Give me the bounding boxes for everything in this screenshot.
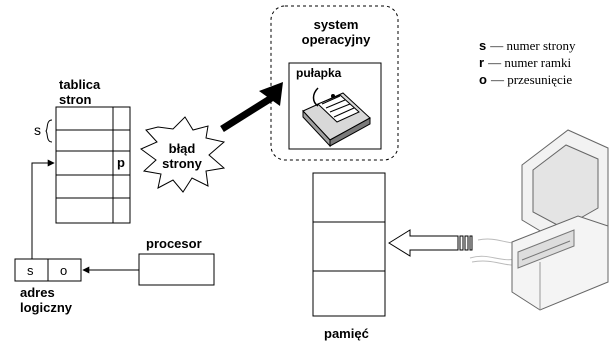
page-fault-line2: strony bbox=[162, 156, 202, 171]
logical-address-box bbox=[14, 258, 82, 282]
legend-item-o: o— przesunięcie bbox=[479, 72, 572, 87]
legend-text-r: — numer ramki bbox=[488, 55, 572, 70]
address-to-table-arrow bbox=[31, 159, 55, 259]
computer-to-memory-arrow bbox=[388, 229, 473, 257]
logical-address-line2: logiczny bbox=[20, 300, 73, 315]
computer-icon bbox=[469, 129, 609, 311]
fault-to-trap-arrow bbox=[220, 82, 283, 132]
legend-item-s: s— numer strony bbox=[479, 38, 575, 53]
page-fault-star bbox=[140, 116, 226, 193]
legend-item-r: r— numer ramki bbox=[479, 55, 571, 70]
os-title-line2: operacyjny bbox=[301, 32, 371, 47]
legend-key-o: o bbox=[479, 72, 487, 87]
os-box bbox=[270, 5, 399, 161]
os-title: system operacyjny bbox=[281, 17, 391, 47]
legend-text-s: — numer strony bbox=[490, 38, 576, 53]
page-table-title-line1: tablica bbox=[59, 77, 101, 92]
mousetrap-icon bbox=[302, 87, 371, 148]
frame-entry-label: p bbox=[117, 155, 125, 170]
s-index-brace bbox=[45, 119, 53, 143]
page-index-label: s bbox=[34, 122, 41, 138]
processor-box bbox=[138, 253, 215, 286]
legend-text-o: — przesunięcie bbox=[490, 72, 573, 87]
trap-label: pułapka bbox=[296, 66, 342, 80]
page-fault-label: błąd strony bbox=[150, 141, 214, 171]
page-table bbox=[55, 106, 131, 224]
os-title-line1: system bbox=[313, 17, 359, 32]
address-field-s: s bbox=[27, 263, 34, 278]
memory-block bbox=[312, 172, 386, 317]
memory-label: pamięć bbox=[324, 326, 369, 341]
page-table-title-line2: stron bbox=[59, 92, 92, 107]
logical-address-line1: adres bbox=[20, 285, 55, 300]
page-fault-line1: błąd bbox=[168, 141, 196, 156]
logical-address-label: adres logiczny bbox=[20, 285, 72, 315]
page-table-title: tablica stron bbox=[59, 77, 100, 107]
legend-key-r: r bbox=[479, 55, 485, 70]
processor-label: procesor bbox=[146, 236, 202, 251]
legend-key-s: s bbox=[479, 38, 487, 53]
address-field-o: o bbox=[60, 263, 68, 278]
